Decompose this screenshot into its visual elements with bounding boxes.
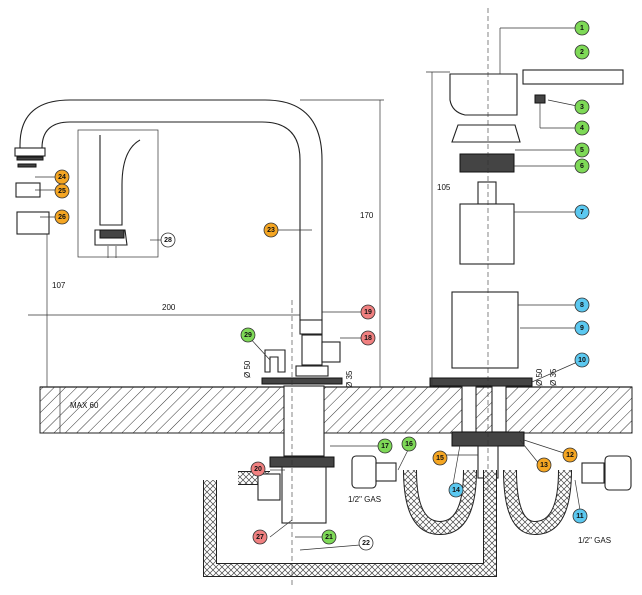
- callout-3-bubble: [574, 99, 590, 115]
- callout-7-label: 7: [580, 209, 584, 216]
- callout-15-bubble: [432, 450, 448, 466]
- gas-left: 1/2" GAS: [348, 495, 381, 504]
- callout-29-label: 29: [244, 332, 252, 339]
- callout-15-label: 15: [436, 455, 444, 462]
- callout-1-label: 1: [580, 25, 584, 32]
- callout-19-bubble: [360, 304, 376, 320]
- callout-27-label: 27: [256, 534, 264, 541]
- callout-6-label: 6: [580, 163, 584, 170]
- callout-10-label: 10: [578, 357, 586, 364]
- callout-20-label: 20: [254, 466, 262, 473]
- callout-18-bubble: [360, 330, 376, 346]
- callout-21-label: 21: [325, 534, 333, 541]
- callout-5-label: 5: [580, 147, 584, 154]
- callout-12-bubble: [562, 447, 578, 463]
- callout-3-label: 3: [580, 104, 584, 111]
- callout-21-bubble: [321, 529, 337, 545]
- callout-5-bubble: [574, 142, 590, 158]
- callout-16-bubble: [401, 436, 417, 452]
- callout-25-label: 25: [58, 188, 66, 195]
- dimension-lines: [28, 71, 450, 433]
- callout-7-bubble: [574, 204, 590, 220]
- callout-8-label: 8: [580, 302, 584, 309]
- callout-22-label: 22: [362, 540, 370, 547]
- callout-20-bubble: [250, 461, 266, 477]
- callout-17-bubble: [377, 438, 393, 454]
- callout-28-bubble: [160, 232, 176, 248]
- max-thickness: MAX 60: [70, 401, 99, 410]
- callout-14-bubble: [448, 482, 464, 498]
- callout-9-bubble: [574, 320, 590, 336]
- dim-d35-right: Ø 35: [549, 368, 558, 386]
- dim-d35-left: Ø 35: [345, 370, 354, 388]
- callout-24-label: 24: [58, 174, 66, 181]
- callout-1-bubble: [574, 20, 590, 36]
- callout-group: 1234567891011121314151617181920212223242…: [54, 20, 590, 551]
- aerator-detail: [77, 129, 159, 258]
- callout-13-bubble: [536, 457, 552, 473]
- callout-12-label: 12: [566, 452, 574, 459]
- callout-28-label: 28: [164, 237, 172, 244]
- countertop-section: [39, 386, 633, 434]
- callout-9-label: 9: [580, 325, 584, 332]
- callout-13-label: 13: [540, 462, 548, 469]
- spout-body: [261, 319, 343, 524]
- callout-6-bubble: [574, 158, 590, 174]
- dim-170: 170: [360, 211, 374, 220]
- callout-4-label: 4: [580, 125, 584, 132]
- callout-10-bubble: [574, 352, 590, 368]
- callout-22-bubble: [358, 535, 374, 551]
- callout-19-label: 19: [364, 309, 372, 316]
- callout-17-label: 17: [381, 443, 389, 450]
- dim-d50-right: Ø 50: [535, 368, 544, 386]
- callout-25-bubble: [54, 183, 70, 199]
- callout-4-bubble: [574, 120, 590, 136]
- callout-27-bubble: [252, 529, 268, 545]
- callout-29-bubble: [240, 327, 256, 343]
- dim-d50-left: Ø 50: [243, 360, 252, 378]
- callout-14-label: 14: [452, 487, 460, 494]
- gas-right: 1/2" GAS: [578, 536, 611, 545]
- callout-8-bubble: [574, 297, 590, 313]
- handle-assembly: [429, 69, 624, 479]
- callout-23-label: 23: [267, 227, 275, 234]
- callout-16-label: 16: [405, 441, 413, 448]
- spout: [14, 99, 323, 321]
- dim-105: 105: [437, 183, 451, 192]
- dim-107: 107: [52, 281, 66, 290]
- callout-23-bubble: [263, 222, 279, 238]
- callout-11-label: 11: [576, 513, 584, 520]
- callout-26-bubble: [54, 209, 70, 225]
- callout-2-bubble: [574, 44, 590, 60]
- callout-26-label: 26: [58, 214, 66, 221]
- dim-200: 200: [162, 303, 176, 312]
- callout-18-label: 18: [364, 335, 372, 342]
- callout-11-bubble: [572, 508, 588, 524]
- callout-2-label: 2: [580, 49, 584, 56]
- flex-hoses: [203, 455, 632, 577]
